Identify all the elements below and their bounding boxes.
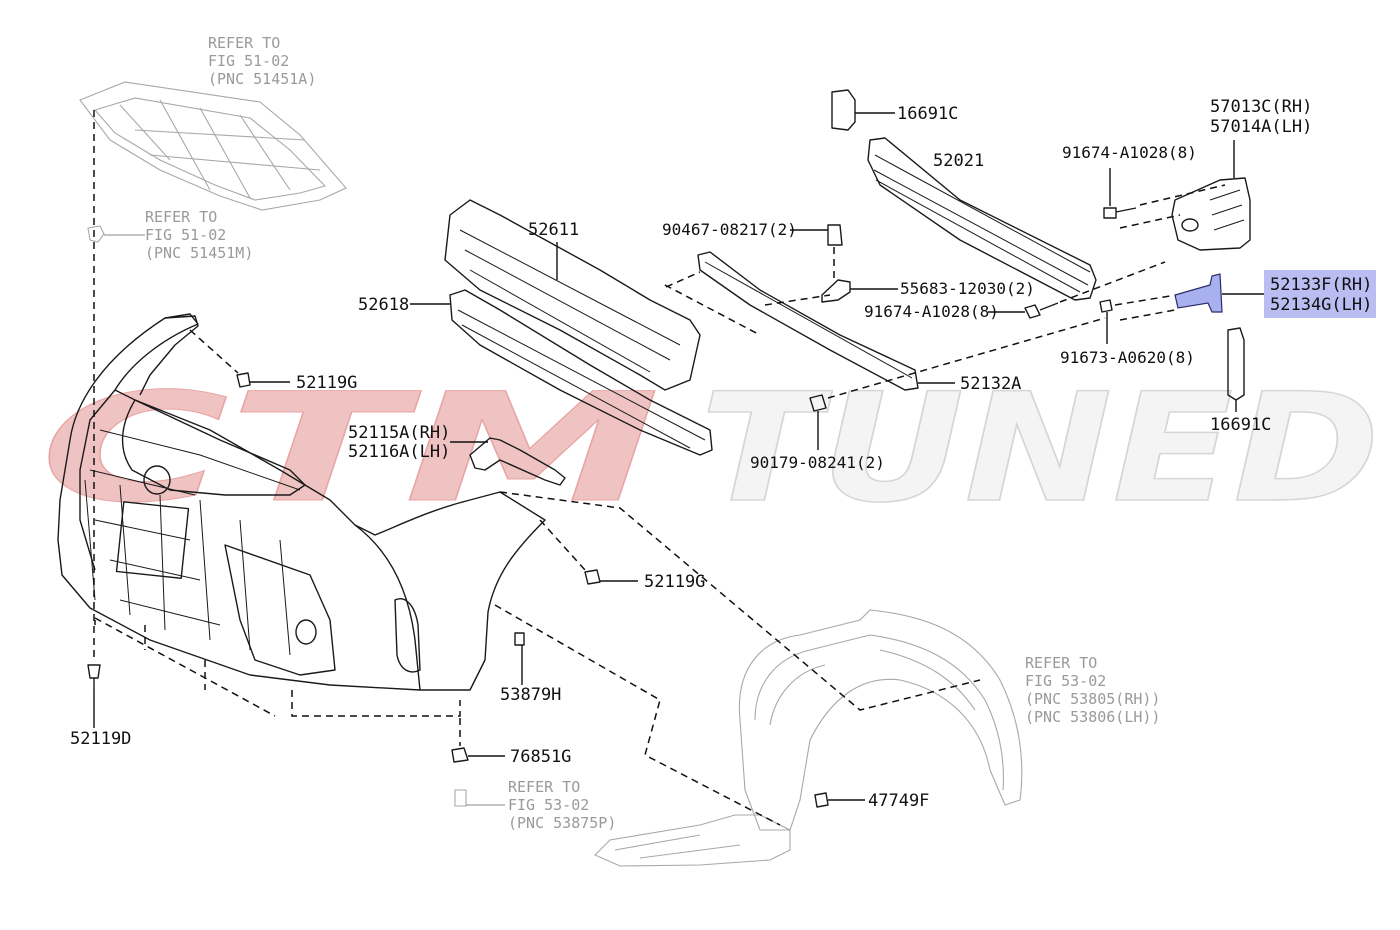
- clip-52119g-top: [236, 372, 251, 388]
- absorber-52618: [449, 289, 713, 456]
- bracket-52115a: [469, 437, 566, 486]
- clip-47749f: [814, 792, 829, 808]
- ref-51451A: REFER TO FIG 51-02 (PNC 51451A): [208, 34, 316, 88]
- nut-90179: [809, 394, 827, 412]
- absorber-52611: [444, 199, 701, 391]
- ref-51451a-line3: (PNC 51451A): [208, 70, 316, 88]
- dash-91674-top: [1119, 184, 1226, 229]
- clip-53875p: [454, 789, 467, 807]
- dash-91674-mid: [1059, 261, 1166, 303]
- label-90179: 90179-08241(2): [750, 453, 885, 472]
- label-47749f: 47749F: [868, 791, 929, 811]
- bracket-57013c: [1171, 177, 1251, 251]
- screw-52119d: [87, 664, 101, 690]
- ref-53805-line4: (PNC 53806(LH)): [1025, 708, 1160, 726]
- label-91674-top: 91674-A1028(8): [1062, 143, 1197, 162]
- dash-90179: [827, 317, 1106, 399]
- ref-53805-line1: REFER TO: [1025, 654, 1097, 672]
- label-52611: 52611: [528, 220, 579, 240]
- dash-52119g-top: [189, 329, 239, 374]
- ref-51451M: REFER TO FIG 51-02 (PNC 51451M): [145, 208, 253, 262]
- ref-51451m-line3: (PNC 51451M): [145, 244, 253, 262]
- ref-51451a-line1: REFER TO: [208, 34, 280, 52]
- label-16691c-top: 16691C: [897, 104, 958, 124]
- label-52119g-mid: 52119G: [644, 572, 705, 592]
- label-90467: 90467-08217(2): [662, 220, 797, 239]
- label-52133f: 52133F(RH): [1270, 275, 1372, 295]
- dash-52132a: [664, 271, 831, 336]
- clip-90467: [827, 224, 843, 246]
- label-91674-mid: 91674-A1028(8): [864, 302, 999, 321]
- ref-53875p-line2: FIG 53-02: [508, 796, 589, 814]
- ref-53875p-line1: REFER TO: [508, 778, 580, 796]
- engine-under-cover: [79, 81, 347, 211]
- label-52119g-top: 52119G: [296, 373, 357, 393]
- nut-91673: [1099, 299, 1113, 313]
- highlight-box: [1264, 270, 1376, 318]
- label-55683: 55683-12030(2): [900, 279, 1035, 298]
- label-52132a: 52132A: [960, 374, 1021, 394]
- watermark-right: TUNED: [700, 362, 1380, 536]
- clip-52119g-mid: [584, 569, 601, 585]
- label-57013c: 57013C(RH): [1210, 97, 1312, 117]
- dash-bumper-fender: [494, 491, 981, 826]
- watermark: CTM TUNED: [40, 361, 1381, 537]
- ref-51451m-line1: REFER TO: [145, 208, 217, 226]
- ref-51451a-line2: FIG 51-02: [208, 52, 289, 70]
- reinforcement-52021: [867, 137, 1097, 301]
- label-52021: 52021: [933, 151, 984, 171]
- bumper-dash-lower: [94, 617, 461, 717]
- dash-91673: [1114, 295, 1176, 321]
- front-bumper-cover: [57, 313, 546, 691]
- label-91673: 91673-A0620(8): [1060, 348, 1195, 367]
- label-52115a: 52115A(RH): [348, 423, 450, 443]
- clip-76851g: [451, 747, 469, 763]
- bolt-91674-mid: [1024, 302, 1059, 319]
- label-52618: 52618: [358, 295, 409, 315]
- bolt-91674-top: [1103, 207, 1137, 219]
- ref-53805-line2: FIG 53-02: [1025, 672, 1106, 690]
- ref-51451m-line2: FIG 51-02: [145, 226, 226, 244]
- pad-16691c-top: [831, 89, 856, 131]
- pad-16691c-bottom: [1227, 327, 1245, 401]
- ref-53805: REFER TO FIG 53-02 (PNC 53805(RH)) (PNC …: [1025, 654, 1160, 726]
- reinforcement-52132a: [697, 251, 919, 391]
- clip-53879h: [514, 632, 525, 646]
- label-76851g: 76851G: [510, 747, 571, 767]
- ref-53805-line3: (PNC 53805(RH)): [1025, 690, 1160, 708]
- bracket-55683: [821, 279, 851, 303]
- clip-51451m: [87, 225, 105, 243]
- label-52116a: 52116A(LH): [348, 442, 450, 462]
- label-16691c-bottom: 16691C: [1210, 415, 1271, 435]
- watermark-left: CTM: [40, 362, 660, 536]
- label-53879h: 53879H: [500, 685, 561, 705]
- label-52119d: 52119D: [70, 729, 131, 749]
- ref-53875p-line3: (PNC 53875P): [508, 814, 616, 832]
- bracket-52133f: [1174, 273, 1223, 313]
- label-57014a: 57014A(LH): [1210, 117, 1312, 137]
- fender-liner: [594, 609, 1023, 867]
- label-52134g: 52134G(LH): [1270, 295, 1372, 315]
- ref-53875P: REFER TO FIG 53-02 (PNC 53875P): [508, 778, 616, 832]
